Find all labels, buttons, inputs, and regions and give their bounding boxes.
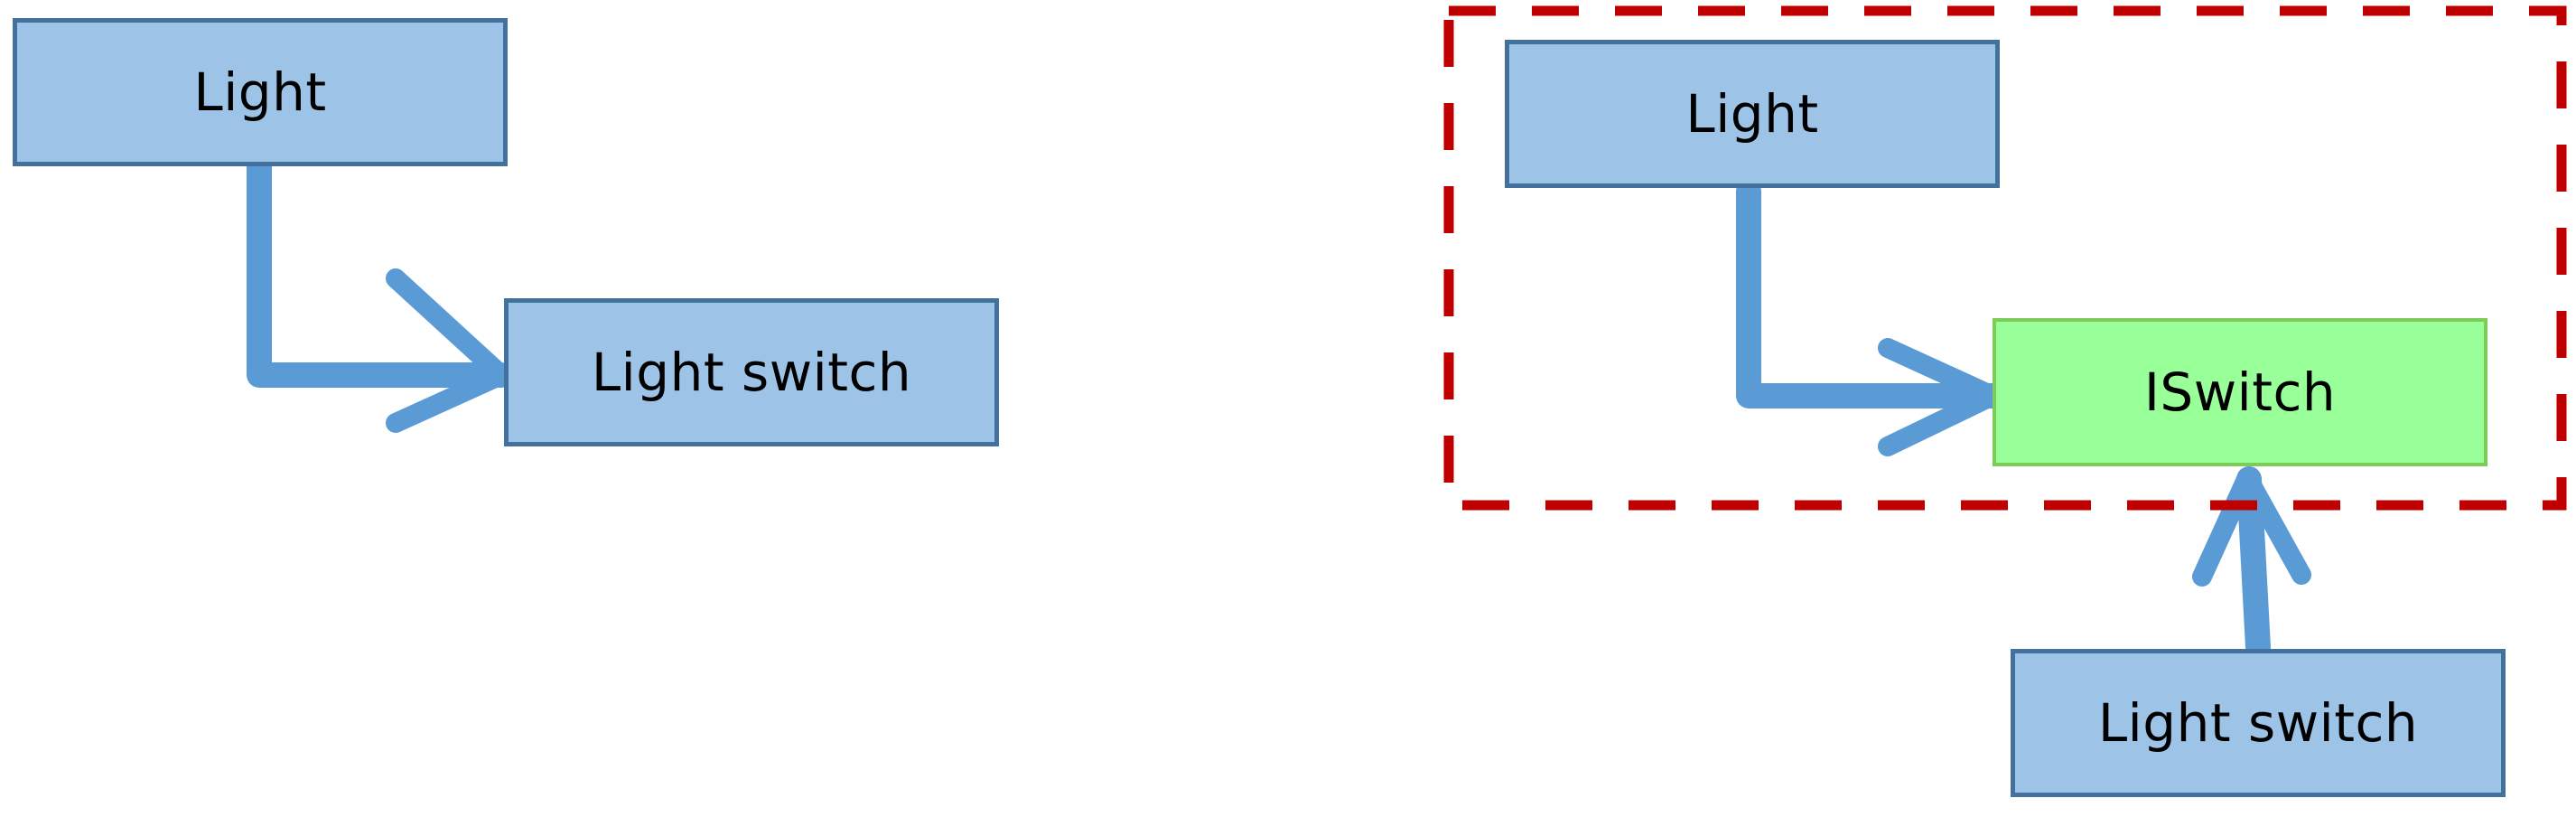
- right-arrow-shaft: [1736, 179, 2005, 408]
- implements-arrow-head: [2192, 467, 2311, 587]
- left-arrow-shaft: [247, 154, 514, 388]
- left-light-switch-box: Light switch: [504, 298, 999, 446]
- component-boundary: [1443, 5, 2567, 511]
- iswitch-label: ISwitch: [2143, 362, 2337, 423]
- iswitch-interface-box: ISwitch: [1993, 318, 2487, 466]
- right-light-switch-label: Light switch: [2097, 692, 2419, 754]
- right-light-box: Light: [1505, 40, 2000, 188]
- left-light-switch-label: Light switch: [591, 342, 912, 403]
- left-arrow-head: [386, 268, 511, 433]
- left-light-box: Light: [13, 18, 508, 166]
- right-dependency-arrow: [1736, 179, 2005, 456]
- right-light-label: Light: [1685, 83, 1819, 145]
- left-dependency-arrow: [247, 154, 514, 433]
- right-light-switch-box: Light switch: [2011, 649, 2506, 797]
- left-light-label: Light: [193, 61, 327, 123]
